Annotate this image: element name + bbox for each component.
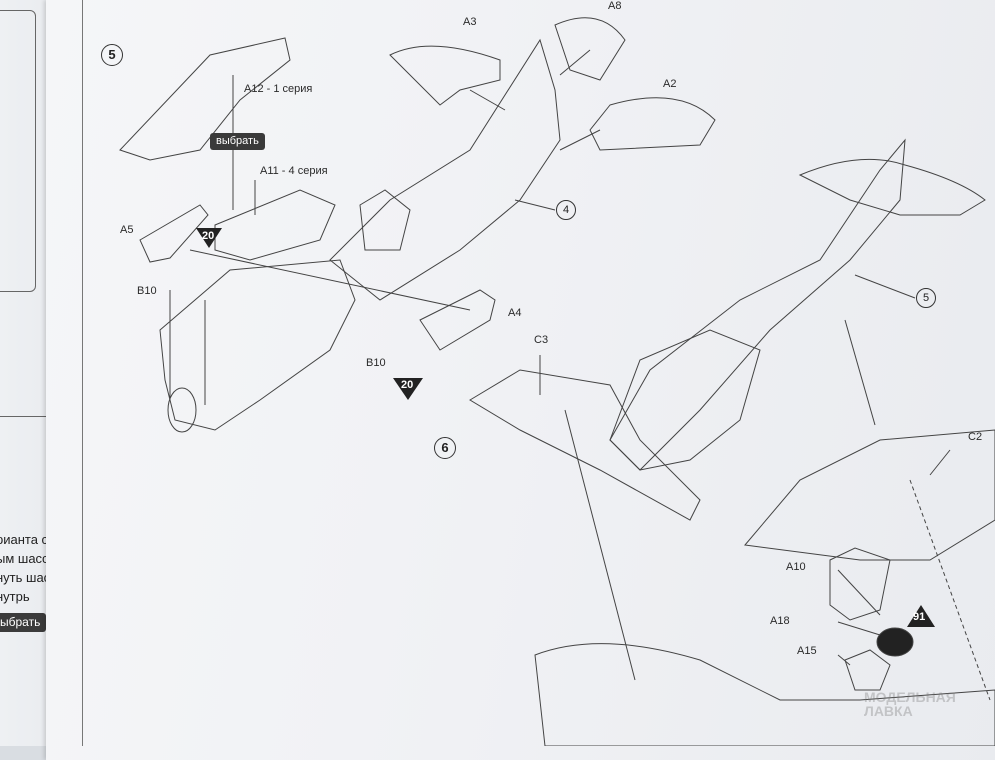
label-b10-bottom: B10	[366, 357, 386, 369]
arrow-a18	[837, 621, 881, 636]
spinner	[167, 387, 197, 433]
part-a5	[139, 204, 209, 263]
label-a2: A2	[663, 78, 677, 90]
paint-ref-91-marker	[907, 605, 935, 627]
label-c2: C2	[968, 431, 983, 443]
part-a8-fin	[554, 17, 626, 81]
label-a12: A12 - 1 серия	[244, 83, 313, 95]
label-a15: A15	[797, 645, 817, 657]
arrow-a8	[559, 49, 591, 76]
fuselage-main	[329, 38, 561, 301]
paint-ref-20-upper-marker	[196, 228, 222, 248]
part-c3-wing	[469, 369, 701, 521]
label-c3: C3	[534, 334, 549, 346]
part-c2-wing	[744, 429, 995, 561]
arrow-a15	[837, 654, 851, 666]
label-a3: A3	[463, 16, 477, 28]
tail-step6	[798, 158, 986, 216]
label-a8: A8	[608, 0, 622, 12]
part-a4	[419, 289, 496, 351]
part-a15	[844, 649, 891, 691]
cockpit-frame	[359, 189, 411, 251]
part-a18-wheel	[876, 627, 914, 657]
paint-ref-91: 91	[913, 611, 926, 623]
part-a3-stabilizer	[389, 45, 501, 106]
sheet-margin-line	[82, 0, 83, 746]
part-a2-stabilizer	[589, 97, 716, 151]
part-a12-cowling	[119, 37, 291, 161]
label-a18: A18	[770, 615, 790, 627]
leader-4	[514, 199, 556, 211]
select-chip: выбрать	[210, 133, 265, 150]
arrow-c3	[564, 409, 636, 681]
leader-c2	[929, 449, 951, 476]
part-a10	[829, 547, 891, 621]
paint-ref-20-lower-marker	[393, 378, 423, 400]
watermark: МОДЕЛЬНАЯ ЛАВКА	[864, 689, 956, 719]
callout-4: 4	[556, 200, 576, 220]
fuselage-step6	[609, 138, 906, 471]
step-5-number: 5	[101, 44, 123, 66]
paint-ref-20-lower: 20	[401, 379, 414, 391]
arrow-a10	[837, 569, 881, 616]
arrow-a3	[469, 89, 506, 111]
left-page-divider	[0, 416, 52, 417]
step-6-number: 6	[434, 437, 456, 459]
left-text-line-1: рианта с	[0, 532, 49, 547]
left-select-chip: ыбрать	[0, 613, 47, 632]
label-a5: A5	[120, 224, 134, 236]
left-page-frame	[0, 10, 36, 292]
label-a4: A4	[508, 307, 522, 319]
callout-5: 5	[916, 288, 936, 308]
arrow-a4	[189, 249, 471, 311]
label-b10-top: B10	[137, 285, 157, 297]
lower-wing	[534, 643, 995, 746]
leader-5	[854, 274, 916, 299]
left-text-line-4: нутрь	[0, 589, 30, 604]
label-a11: A11 - 4 серия	[260, 165, 328, 177]
instruction-sheet	[46, 0, 995, 760]
part-a11-cowling	[214, 189, 336, 261]
paint-ref-20-upper: 20	[202, 230, 215, 242]
engine-step6	[609, 329, 761, 471]
engine-nose-assembly	[159, 259, 356, 431]
arrow-a2	[559, 129, 601, 151]
arrow-step6-wing	[844, 319, 876, 426]
left-text-line-2: ым шасси,	[0, 551, 60, 566]
arrow-wheel	[909, 479, 991, 701]
label-a10: A10	[786, 561, 806, 573]
